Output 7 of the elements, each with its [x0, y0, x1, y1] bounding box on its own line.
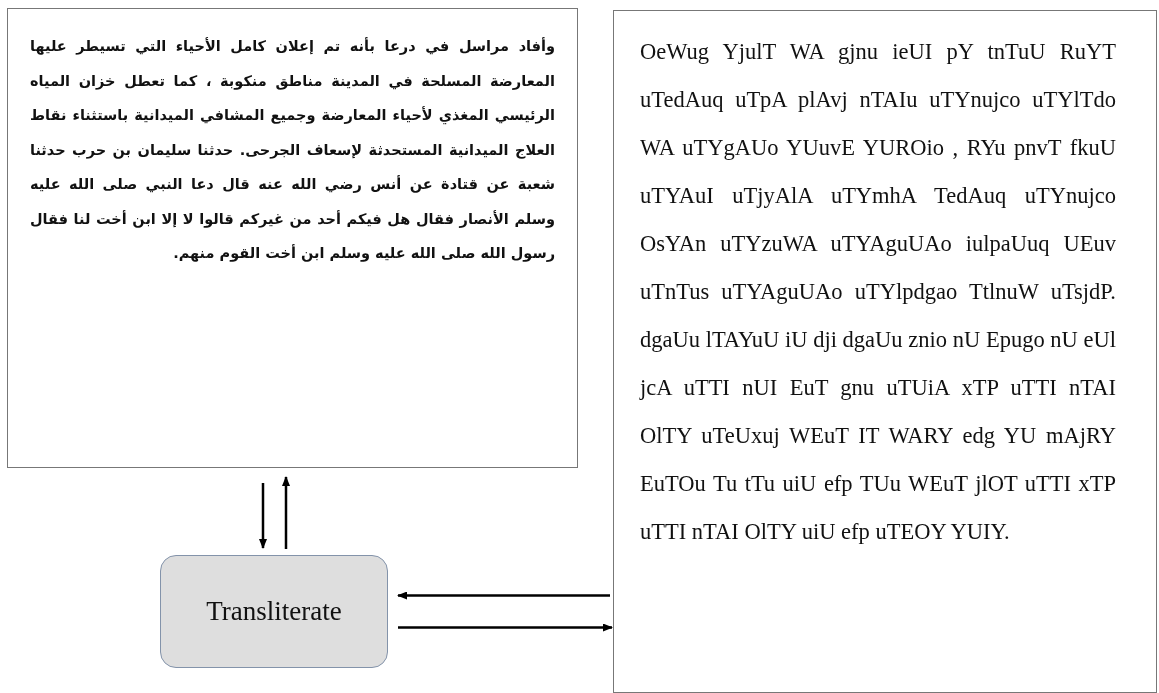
- arrow: [282, 476, 290, 549]
- process-box: Transliterate: [160, 555, 388, 668]
- arrow: [398, 623, 613, 632]
- text-panel: وأفاد مراسل في درعا بأنه تم إعلان كامل الأحياء التي تسيطر عليها المعارضة المسلحة في المدينة مناطق منكوبة ، كما تعطل خزان المياه الرئيسي المغذي لأحياء المعارضة وجميع المشافي الميدانية باستثناء نقاط العلاج الميدانية المستحدثة لإسعاف الجرحى. حدثنا سليمان بن حرب حدثنا شعبة عن قتادة عن أنس رضي الله عنه قال دعا النبي صلى الله عليه وسلم الأنصار فقال هل فيكم أحد من غيركم قالوا لا إلا ابن أخت لنا فقال رسول الله صلى الله عليه وسلم ابن أخت القوم منهم.: [7, 8, 578, 468]
- arrow: [259, 483, 267, 549]
- text-panel: OeWug YjulT WA gjnu ieUI pY tnTuU RuYT uTedAuq uTpA plAvj nTAIu uTYnujco uTYlTdo WA uTYgAUo YUuvE YUROio , RYu pnvT fkuU uTYAuI uTjyAlA uTYmhA TedAuq uTYnujco OsYAn uTYzuWA uTYAguUAo iulpaUuq UEuv uTnTus uTYAguUAo uTYlpdgao TtlnuW uTsjdP. dgaUu lTAYuU iU dji dgaUu znio nU Epugo nU eUl jcA uTTI nUI EuT gnu uTUiA xTP uTTI nTAI OlTY uTeUxuj WEuT IT WARY edg YU mAjRY EuTOu Tu tTu uiU efp TUu WEuT jlOT uTTI xTP uTTI nTAI OlTY uiU efp uTEOY YUIY.: [613, 10, 1157, 693]
- arrow: [397, 591, 610, 600]
